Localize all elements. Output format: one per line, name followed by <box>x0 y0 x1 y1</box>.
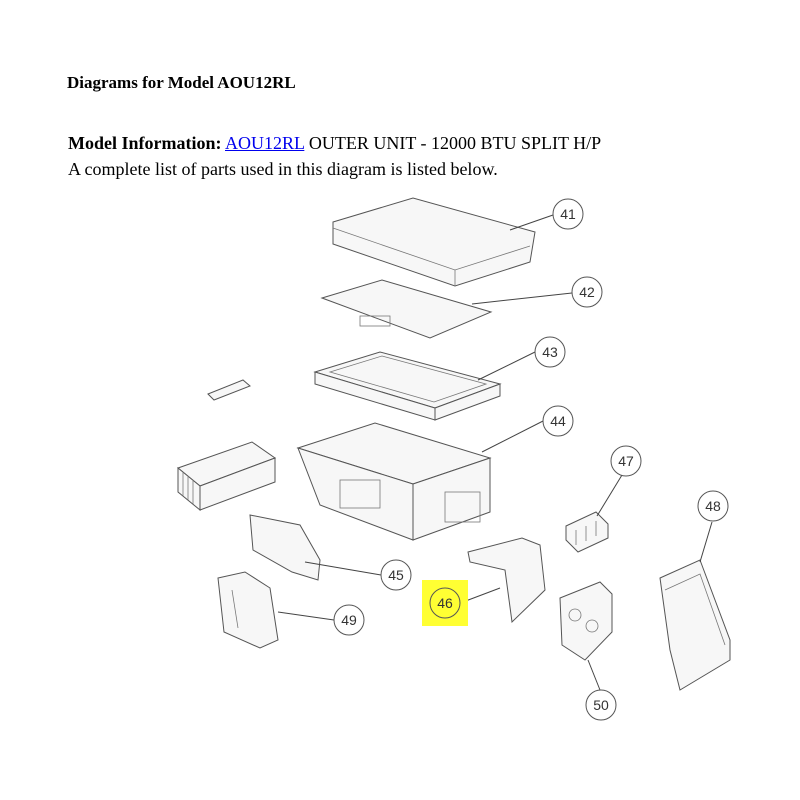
callout-49-label: 49 <box>341 612 357 628</box>
callout-43[interactable]: 43 <box>534 336 566 368</box>
part-48-side-panel[interactable] <box>659 559 731 691</box>
model-description: OUTER UNIT - 12000 BTU SPLIT H/P <box>308 133 602 153</box>
part-49-control-panel[interactable] <box>217 571 279 649</box>
part-45-bracket[interactable] <box>249 514 321 581</box>
callout-41-label: 41 <box>560 206 576 222</box>
small-bracket[interactable] <box>207 379 251 401</box>
callout-44-label: 44 <box>550 413 566 429</box>
callout-45[interactable]: 45 <box>380 559 412 591</box>
callout-49[interactable]: 49 <box>333 604 365 636</box>
heat-sink[interactable] <box>176 441 277 512</box>
callout-48[interactable]: 48 <box>697 490 729 522</box>
part-41-top-cover[interactable] <box>332 197 536 287</box>
callout-45-label: 45 <box>388 567 404 583</box>
leader-49 <box>277 611 335 621</box>
callout-47-label: 47 <box>618 453 634 469</box>
callout-42-label: 42 <box>579 284 595 300</box>
leader-44 <box>481 419 546 453</box>
callout-44[interactable]: 44 <box>542 405 574 437</box>
callout-46[interactable]: 46 <box>422 580 468 626</box>
part-50-terminal-bracket[interactable] <box>559 581 613 661</box>
callout-41[interactable]: 41 <box>552 198 584 230</box>
callout-48-label: 48 <box>705 498 721 514</box>
model-link[interactable]: AOU12RL <box>225 133 305 153</box>
model-info-label: Model Information: <box>68 133 222 153</box>
part-43-frame[interactable] <box>313 351 502 421</box>
model-info: Model Information: AOU12RL OUTER UNIT - … <box>68 130 601 182</box>
callout-47[interactable]: 47 <box>610 445 642 477</box>
part-42-control-board[interactable] <box>320 279 493 339</box>
parts-list-note: A complete list of parts used in this di… <box>68 159 498 179</box>
leader-47 <box>596 474 623 517</box>
part-44-main-chassis[interactable] <box>296 422 492 541</box>
leader-46 <box>462 587 501 603</box>
callout-50[interactable]: 50 <box>585 689 617 721</box>
callout-42[interactable]: 42 <box>571 276 603 308</box>
part-46-side-bracket[interactable] <box>467 537 546 624</box>
leader-41 <box>509 214 554 231</box>
part-47-terminal-block[interactable] <box>565 511 609 553</box>
leader-50 <box>587 659 601 691</box>
leader-48 <box>699 521 713 563</box>
page-title: Diagrams for Model AOU12RL <box>67 73 296 92</box>
leader-42 <box>471 292 573 305</box>
callout-50-label: 50 <box>593 697 609 713</box>
callout-43-label: 43 <box>542 344 558 360</box>
leader-43 <box>477 351 536 381</box>
leader-45 <box>304 561 382 576</box>
model-info-line: Model Information: AOU12RL OUTER UNIT - … <box>68 130 601 156</box>
callout-46-label: 46 <box>437 595 453 611</box>
